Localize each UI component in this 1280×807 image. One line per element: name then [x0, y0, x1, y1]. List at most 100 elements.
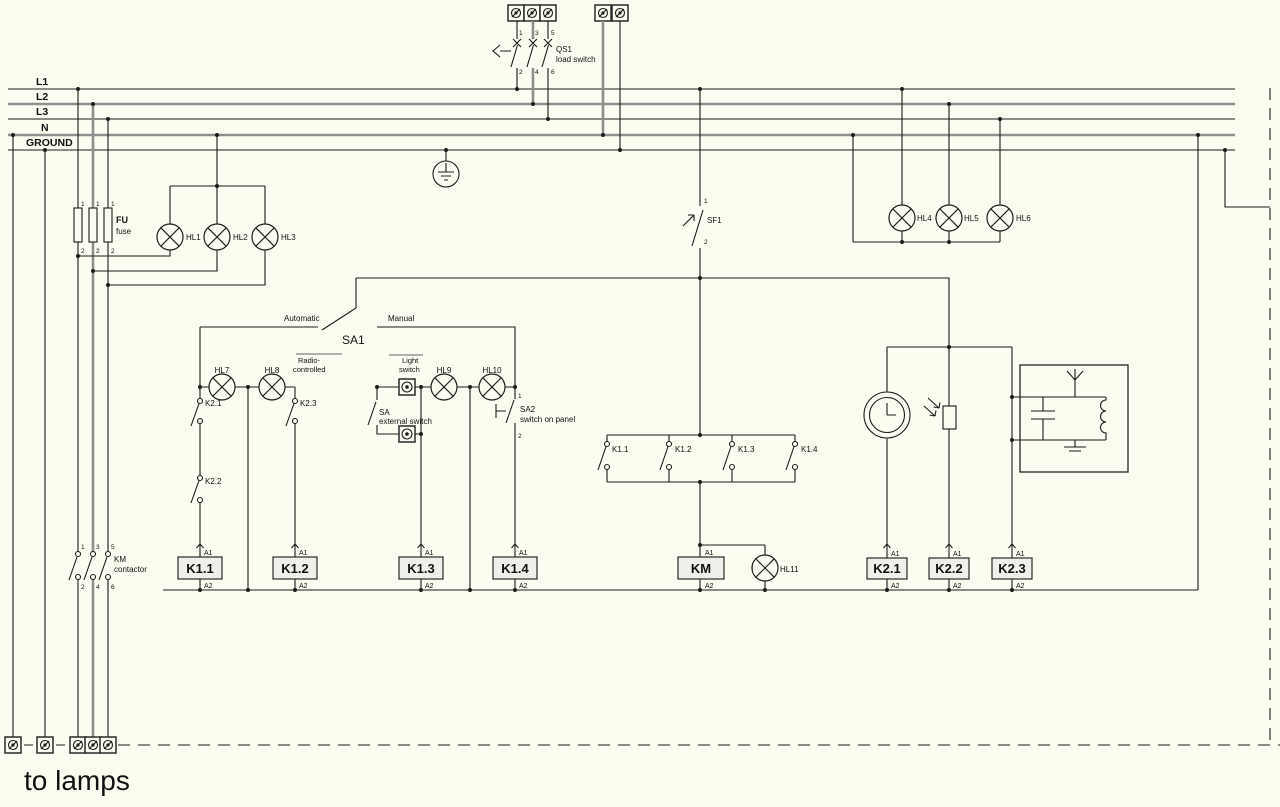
k14-a2: A2: [519, 583, 528, 590]
sa1-position-automatic: Automatic: [284, 314, 320, 323]
fu3-top: 1: [111, 201, 115, 208]
qs1-terminal-2: 2: [519, 69, 523, 76]
k23-a2: A2: [1016, 583, 1025, 590]
k14-a1: A1: [519, 550, 528, 557]
contact-label-k12: K1.2: [675, 445, 692, 454]
lamp-label-hl6: HL6: [1016, 214, 1031, 223]
lamp-label-hl10: HL10: [482, 366, 502, 375]
coil-label-k14: K1.4: [501, 561, 529, 576]
fu2-top: 1: [96, 201, 100, 208]
k21-a2: A2: [891, 583, 900, 590]
coil-label-km: KM: [691, 561, 711, 576]
k22-a1: A1: [953, 551, 962, 558]
earth-symbol: [432, 150, 460, 188]
timer-clock-icon: [863, 391, 911, 439]
km-a2: A2: [705, 583, 714, 590]
capacitor-icon: [1031, 397, 1055, 440]
lamp-label-hl2: HL2: [233, 233, 248, 242]
k12-a1: A1: [299, 550, 308, 557]
sa-desc: external switch: [379, 417, 432, 426]
coil-label-k21: K2.1: [873, 561, 900, 576]
fu3-bot: 2: [111, 248, 115, 255]
lamp-label-hl1: HL1: [186, 233, 201, 242]
sa2-desc: switch on panel: [520, 415, 575, 424]
lamp-label-hl3: HL3: [281, 233, 296, 242]
km-name: KM: [114, 555, 126, 564]
qs1-terminal-6: 6: [551, 69, 555, 76]
bus-label-l1: L1: [36, 76, 48, 88]
qs1-load-switch: 1 3 5 2 4 6 QS1 load switch: [492, 21, 621, 150]
sa2-name: SA2: [520, 405, 536, 414]
km-terminal-2: 2: [81, 584, 85, 591]
sa-name: SA: [379, 408, 390, 417]
sa1-selector: Automatic Manual SA1: [200, 277, 950, 387]
fuses-fu: 1 1 1 2 2 2 FU fuse: [73, 89, 132, 737]
sf1-name: SF1: [707, 216, 722, 225]
k1-contacts-block: K1.1 K1.2 K1.3 K1.4: [597, 434, 818, 545]
sa1-position-manual: Manual: [388, 314, 414, 323]
fu1-top: 1: [81, 201, 85, 208]
bottom-terminals: [4, 736, 117, 754]
bus-label-l3: L3: [36, 106, 48, 118]
coils-row: K1.1 K1.2 K1.3 K1.4 K2.1 K2.2 K2.3 A1 A1…: [163, 135, 1199, 591]
terminal-icon: [507, 4, 629, 22]
km-contactor-poles: 1 3 5 2 4 6 KM contactor: [68, 544, 147, 591]
k23-a1: A1: [1016, 551, 1025, 558]
km-terminal-5: 5: [111, 544, 115, 551]
panel-boundary: [24, 88, 1280, 746]
qs1-terminal-1: 1: [519, 30, 523, 37]
sa2-terminal-1: 1: [518, 393, 522, 400]
radio-controlled-line1: Radio-: [298, 356, 321, 365]
automatic-branch: HL7 HL8 Radio- controlled K2.1 K2.2 K2.3: [190, 327, 342, 590]
inductor-icon: [1100, 397, 1107, 440]
fu1-bot: 2: [81, 248, 85, 255]
sf1-terminal-2: 2: [704, 239, 708, 246]
lamp-label-hl7: HL7: [215, 366, 230, 375]
contact-label-k13: K1.3: [738, 445, 755, 454]
lamp-label-hl8: HL8: [265, 366, 280, 375]
coil-label-k12: K1.2: [281, 561, 308, 576]
fu-name: FU: [116, 215, 128, 225]
hl4-hl6-lamps: HL4 HL5 HL6: [852, 89, 1031, 243]
photoresistor-icon: [923, 347, 957, 558]
k13-a1: A1: [425, 550, 434, 557]
contact-label-k11: K1.1: [612, 445, 629, 454]
k13-a2: A2: [425, 583, 434, 590]
k22-a2: A2: [953, 583, 962, 590]
qs1-terminal-3: 3: [535, 30, 539, 37]
lamp-label-hl9: HL9: [437, 366, 452, 375]
coil-label-k11: K1.1: [186, 561, 213, 576]
bus-label-l2: L2: [36, 91, 48, 103]
k11-a1: A1: [204, 550, 213, 557]
km-terminal-3: 3: [96, 544, 100, 551]
light-switch-line2: switch: [399, 365, 420, 374]
km-terminal-4: 4: [96, 584, 100, 591]
k12-a2: A2: [299, 583, 308, 590]
junction-dots: [11, 87, 1227, 592]
qs1-name: QS1: [556, 45, 573, 54]
km-desc: contactor: [114, 565, 147, 574]
contact-label-k22: K2.2: [205, 477, 222, 486]
bus-label-ground: GROUND: [26, 137, 73, 149]
km-terminal-6: 6: [111, 584, 115, 591]
coil-label-k13: K1.3: [407, 561, 434, 576]
radio-controlled-line2: controlled: [293, 365, 326, 374]
qs1-terminal-4: 4: [535, 69, 539, 76]
qs1-desc: load switch: [556, 55, 596, 64]
contact-label-k21: K2.1: [205, 399, 222, 408]
sa1-name: SA1: [342, 333, 365, 347]
km-terminal-1: 1: [81, 544, 85, 551]
incoming-terminals: [507, 4, 629, 22]
coil-label-k22: K2.2: [935, 561, 962, 576]
bus-label-n: N: [41, 122, 49, 134]
light-switch-line1: Light: [402, 356, 419, 365]
lamp-label-hl4: HL4: [917, 214, 932, 223]
antenna-icon: [1066, 369, 1084, 397]
km-a1: A1: [705, 550, 714, 557]
contact-label-k14: K1.4: [801, 445, 818, 454]
sa2-terminal-2: 2: [518, 433, 522, 440]
fu-desc: fuse: [116, 227, 132, 236]
qs1-terminal-5: 5: [551, 30, 555, 37]
